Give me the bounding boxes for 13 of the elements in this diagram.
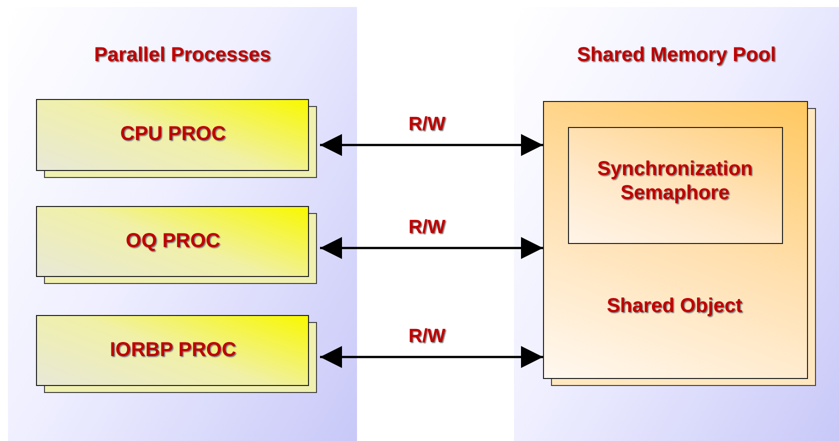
process-label: OQ PROC [124, 228, 222, 252]
edge-label: R/W [408, 217, 446, 239]
edge-label: R/W [408, 114, 446, 136]
semaphore-label: Synchronization Semaphore [596, 157, 754, 205]
panel-heading: Shared Memory Pool [576, 43, 777, 67]
panel-heading: Parallel Processes [93, 43, 272, 67]
process-label: IORBP PROC [108, 338, 238, 362]
panel [514, 7, 839, 441]
object-label: Shared Object [606, 294, 744, 318]
edge-label: R/W [408, 326, 446, 348]
process-label: CPU PROC [119, 122, 227, 146]
panel [8, 7, 357, 441]
semaphore-box [568, 127, 783, 244]
